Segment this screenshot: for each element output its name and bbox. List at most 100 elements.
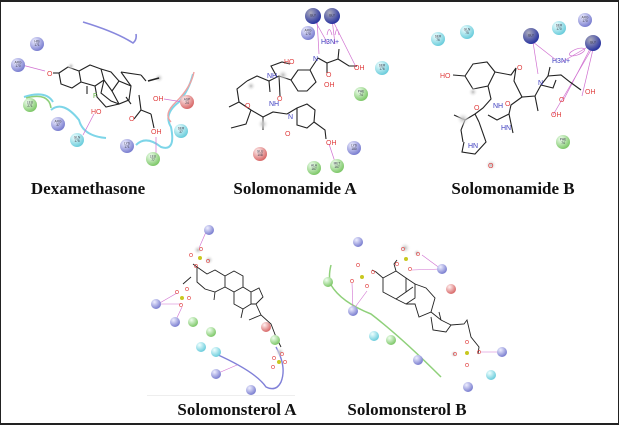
atom-h3n: H3N+ (552, 58, 570, 65)
svg-text:SER: SER (435, 35, 442, 39)
residue-polar (369, 331, 379, 341)
residue-polar (196, 342, 206, 352)
svg-text:75: 75 (465, 31, 469, 35)
atom-nh-2: NH (269, 101, 279, 108)
residue-positive (170, 317, 180, 327)
title-dexamethasone: Dexamethasone (30, 179, 146, 198)
atom-o-2: O (129, 116, 135, 123)
residue-bubbles: HIS171ARG170LEU271ARG37GLN175LYS171LEU77… (11, 8, 601, 395)
atom-ho: HO (440, 73, 451, 80)
svg-text:GLY: GLY (329, 14, 336, 18)
pocket-curve-red (167, 71, 195, 123)
hbonds-dexamethasone (21, 64, 184, 154)
panel-solomonsterol-b (328, 242, 501, 378)
residue-hydrophobic (270, 335, 280, 345)
svg-text:171: 171 (34, 43, 40, 47)
residue-positive (463, 382, 473, 392)
residue-positive (353, 237, 363, 247)
svg-text:HIS: HIS (34, 40, 39, 44)
svg-text:167: 167 (334, 165, 340, 169)
svg-text:37: 37 (56, 123, 60, 127)
atom-ho: HO (284, 59, 295, 66)
svg-text:LYS: LYS (124, 142, 130, 146)
atom-o-4: O (285, 131, 291, 138)
atom-n-2: N (288, 114, 293, 121)
panel-dexamethasone: O F HO OH O OH (21, 21, 195, 154)
svg-text:170: 170 (556, 27, 562, 31)
atom-o-5: O (488, 163, 494, 170)
residue-glycine: GLY (324, 8, 340, 24)
residue-positive (497, 347, 507, 357)
svg-text:170: 170 (582, 19, 588, 23)
residue-hydrophobic (323, 277, 333, 287)
atom-n: N (313, 56, 318, 63)
ring-exposure (67, 62, 75, 70)
atom-n: N (538, 80, 543, 87)
atom-oh-2: OH (324, 82, 335, 89)
svg-text:ASP: ASP (184, 98, 190, 102)
svg-text:SER: SER (556, 24, 563, 28)
residue-negative (261, 322, 271, 332)
atom-oh-2: OH (551, 112, 562, 119)
atom-oh: OH (354, 65, 365, 72)
pocket-curve-green (328, 264, 442, 378)
svg-text:LYS: LYS (351, 144, 357, 148)
svg-text:77: 77 (151, 158, 155, 162)
residue-hydrophobic (386, 335, 396, 345)
svg-text:175: 175 (74, 139, 80, 143)
svg-text:GLN: GLN (464, 28, 471, 32)
svg-text:GLY: GLY (310, 14, 317, 18)
title-solomonamide-a: Solomonamide A (233, 179, 357, 198)
svg-text:MET: MET (334, 162, 341, 166)
atom-ho: HO (91, 109, 102, 116)
residue-positive (437, 264, 447, 274)
atom-o-2: O (559, 97, 565, 104)
residue-polar (211, 347, 221, 357)
residue-hydrophobic (188, 317, 198, 327)
svg-text:PHE: PHE (358, 90, 365, 94)
svg-text:171: 171 (124, 145, 130, 149)
solomonsterol-a-skeleton (182, 263, 282, 348)
atom-nh: NH (493, 103, 503, 110)
svg-text:ARG: ARG (15, 61, 22, 65)
svg-text:ARG: ARG (305, 29, 312, 33)
pocket-curve-cyan-2 (135, 73, 194, 149)
svg-text:LEU: LEU (150, 155, 157, 159)
svg-text:GLU: GLU (257, 150, 264, 154)
atom-oh-2: OH (151, 129, 162, 136)
atom-o-2: O (277, 96, 283, 103)
solomonsterol-b-skeleton (371, 259, 480, 355)
atom-oh: OH (153, 96, 164, 103)
residue-positive (204, 225, 214, 235)
residue-glycine: GLY (523, 28, 539, 44)
svg-text:76: 76 (436, 38, 440, 42)
atom-o-4: O (474, 105, 480, 112)
residue-positive (246, 385, 256, 395)
atom-oh-3: OH (326, 140, 337, 147)
residue-positive (348, 306, 358, 316)
atom-o-3: O (505, 101, 511, 108)
svg-text:170: 170 (305, 32, 311, 36)
atom-o: O (47, 71, 53, 78)
svg-text:74: 74 (359, 93, 363, 97)
svg-text:170: 170 (15, 64, 21, 68)
svg-text:PHE: PHE (560, 138, 567, 142)
divider (147, 395, 295, 396)
svg-text:37: 37 (179, 130, 183, 134)
